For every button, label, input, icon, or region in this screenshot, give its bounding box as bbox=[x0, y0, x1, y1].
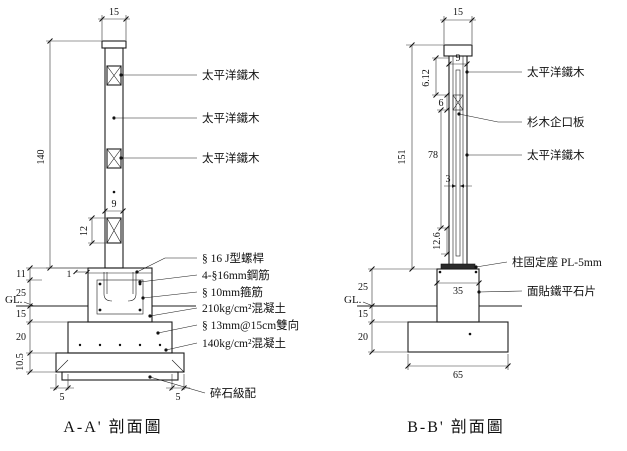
section-a: 15 140 9 12 1 11 25 15 20 10.5 5 5 GL. 太… bbox=[5, 7, 299, 436]
dim-top-width: 15 bbox=[453, 7, 463, 18]
callout-ironwood-1: 太平洋鐵木 bbox=[527, 65, 585, 79]
section-a-title: A-A' 剖面圖 bbox=[63, 418, 162, 436]
dim-post-width: 9 bbox=[456, 53, 461, 64]
foundation-b bbox=[357, 268, 522, 353]
callout-base-plate: 柱固定座 PL-5mm bbox=[512, 255, 602, 269]
dimensions-a bbox=[26, 15, 190, 391]
hatched-block-top bbox=[106, 65, 122, 86]
gravel-layer bbox=[61, 371, 179, 381]
post-b bbox=[440, 44, 476, 270]
dim-25: 25 bbox=[358, 282, 368, 293]
gl-label-b: GL. bbox=[344, 294, 362, 306]
callout-ironwood-1: 太平洋鐵木 bbox=[202, 68, 260, 82]
spacer-block bbox=[452, 94, 464, 111]
dim-block-height: 12 bbox=[79, 226, 90, 236]
dim-11: 11 bbox=[16, 269, 26, 280]
callout-ironwood-2: 太平洋鐵木 bbox=[527, 148, 585, 162]
callout-concrete-140: 140kg/cm²混凝土 bbox=[202, 336, 286, 350]
dim-offset-left: 5 bbox=[60, 392, 65, 403]
hatched-block-base bbox=[106, 217, 122, 244]
dimension-labels-a: 15 140 9 12 1 11 25 15 20 10.5 5 5 GL. bbox=[5, 7, 181, 403]
dim-offset-right: 5 bbox=[176, 392, 181, 403]
dim-78: 78 bbox=[428, 150, 438, 161]
callout-stone-facing: 面貼鐵平石片 bbox=[527, 284, 596, 298]
callouts-b: 太平洋鐵木 杉木企口板 太平洋鐵木 柱固定座 PL-5mm 面貼鐵平石片 bbox=[457, 65, 602, 298]
callout-stirrup: § 10mm箍筋 bbox=[202, 285, 263, 299]
dim-plank-thickness: 3 bbox=[446, 174, 451, 185]
callout-rebar: 4-§16mm鋼筋 bbox=[202, 268, 270, 282]
section-b: 15 9 6.12 6 78 3 12.6 151 35 25 15 20 65… bbox=[344, 7, 602, 436]
callout-ironwood-2: 太平洋鐵木 bbox=[202, 111, 260, 125]
callouts-a: 太平洋鐵木 太平洋鐵木 太平洋鐵木 § 16 J型螺桿 4-§16mm鋼筋 § … bbox=[116, 68, 299, 400]
dim-25: 25 bbox=[16, 288, 26, 299]
dim-6: 6 bbox=[439, 98, 444, 109]
dim-plinth-width: 35 bbox=[453, 286, 463, 297]
dim-15: 15 bbox=[358, 309, 368, 320]
dim-footing-width: 65 bbox=[453, 370, 463, 381]
callout-two-way-rebar: § 13mm@15cm雙向 bbox=[202, 318, 299, 332]
dim-20: 20 bbox=[358, 332, 368, 343]
callout-gravel: 碎石級配 bbox=[210, 386, 256, 400]
dim-post-width: 9 bbox=[112, 199, 117, 210]
callout-concrete-210: 210kg/cm²混凝土 bbox=[202, 301, 286, 315]
callout-plank: 杉木企口板 bbox=[527, 115, 585, 129]
dimension-labels-b: 15 9 6.12 6 78 3 12.6 151 35 25 15 20 65… bbox=[344, 7, 463, 381]
base-plate bbox=[440, 263, 476, 270]
dim-post-height: 140 bbox=[36, 150, 47, 165]
dim-10-5: 10.5 bbox=[15, 353, 26, 371]
dim-6-12: 6.12 bbox=[421, 69, 432, 87]
dimensions-b bbox=[368, 16, 511, 370]
section-b-title: B-B' 剖面圖 bbox=[407, 418, 505, 436]
dim-post-height: 151 bbox=[397, 150, 408, 165]
callout-j-bolt: § 16 J型螺桿 bbox=[202, 251, 264, 265]
dim-20: 20 bbox=[16, 332, 26, 343]
dim-top-width: 15 bbox=[109, 7, 119, 18]
j-bolts bbox=[103, 272, 137, 302]
callout-ironwood-3: 太平洋鐵木 bbox=[202, 151, 260, 165]
dim-lip: 1 bbox=[67, 270, 72, 280]
dim-15: 15 bbox=[16, 309, 26, 320]
post-cap bbox=[443, 44, 473, 57]
foundation-a bbox=[16, 267, 196, 381]
hatched-block-mid bbox=[106, 148, 122, 169]
plank-strip bbox=[455, 69, 461, 257]
gl-label-a: GL. bbox=[5, 294, 23, 306]
dim-12-6: 12.6 bbox=[432, 232, 443, 250]
